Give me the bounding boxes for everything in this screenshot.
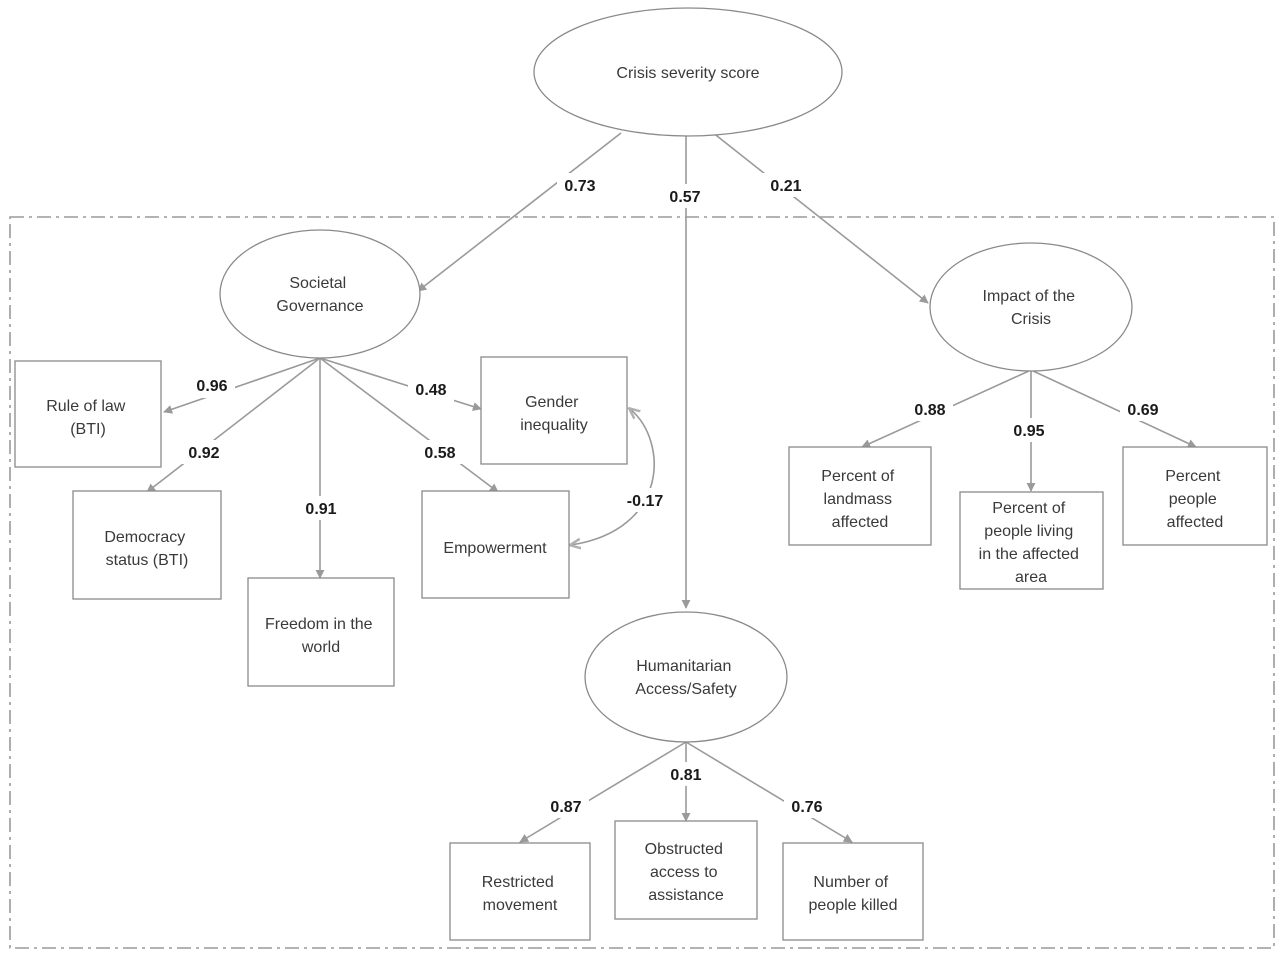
node-line: world [301, 639, 340, 656]
svg-text:Rule of law (BTI): Rule of law (BTI) [46, 398, 130, 438]
node-people-killed: Number of people killed [782, 842, 924, 941]
svg-text:Crisis severity score: Crisis severity score [616, 65, 759, 82]
svg-text:Impact of the Crisis: Impact of the Crisis [983, 288, 1080, 328]
coef-gov-rule: 0.96 [196, 378, 227, 395]
node-empowerment: Empowerment [421, 490, 570, 599]
node-line: people [1169, 491, 1217, 508]
coef-crisis-governance: 0.73 [564, 178, 595, 195]
coef-impact-landmass: 0.88 [914, 402, 945, 419]
node-obstructed-access: Obstructed access to assistance [614, 820, 758, 920]
node-line: Number of [813, 874, 888, 891]
coef-gov-empowerment: 0.58 [424, 445, 455, 462]
measurement-model-frame [9, 216, 1275, 949]
edge-gov-rule [163, 357, 321, 414]
svg-text:Gender inequality: Gender inequality [520, 394, 588, 434]
node-line: Gender [525, 394, 579, 411]
node-line: Empowerment [443, 540, 547, 557]
coef-gov-gender: 0.48 [415, 382, 446, 399]
svg-text:Obstructed access to: Obstructed access to assistance [645, 841, 728, 904]
edge-gender-empowerment [571, 409, 655, 545]
node-rule-of-law: Rule of law (BTI) [14, 360, 162, 468]
edge-access-killed [685, 741, 853, 843]
node-line: Crisis severity score [616, 65, 759, 82]
node-line: assistance [648, 887, 724, 904]
node-line: Restricted [482, 874, 554, 891]
node-line: status (BTI) [106, 552, 189, 569]
edge-crisis-governance [417, 132, 622, 292]
node-percent-landmass: Percent of landmass affected [788, 446, 932, 546]
node-humanitarian-access: Humanitarian Access/Safety [584, 611, 788, 743]
node-line: Percent of [992, 500, 1065, 517]
edge-gov-gender [319, 357, 482, 411]
node-line: (BTI) [70, 421, 106, 438]
node-restricted-movement: Restricted movement [449, 842, 591, 941]
svg-text:Restricted movement: Restricted movement [482, 874, 558, 914]
node-line: people living [984, 523, 1073, 540]
svg-text:Percent people aff: Percent people affected [1165, 468, 1225, 531]
coef-impact-affected: 0.69 [1127, 402, 1158, 419]
node-line: Obstructed [645, 841, 723, 858]
node-line: Democracy [104, 529, 185, 546]
coef-crisis-impact: 0.21 [770, 178, 801, 195]
coef-access-restricted: 0.87 [550, 799, 581, 816]
coefficient-labels: 0.73 0.57 0.21 0.96 0.92 0.91 0.48 0.58 … [181, 173, 1166, 818]
coef-gov-democracy: 0.92 [188, 445, 219, 462]
node-line: Crisis [1011, 311, 1051, 328]
coef-access-obstructed: 0.81 [670, 767, 701, 784]
node-percent-people-affected: Percent people affected [1122, 446, 1268, 546]
node-line: Freedom in the [265, 616, 373, 633]
node-freedom-in-the-world: Freedom in the world [247, 577, 395, 687]
svg-text:Freedom in the world: Freedom in the world [265, 616, 377, 656]
node-line: Societal [289, 275, 346, 292]
node-line: Percent [1165, 468, 1221, 485]
svg-text:Democracy status (BTI): Democracy status (BTI) [104, 529, 189, 569]
edge-access-restricted [519, 741, 687, 843]
svg-text:Number of people killed: Number of people killed [809, 874, 898, 914]
coef-crisis-access: 0.57 [669, 189, 700, 206]
coef-impact-living: 0.95 [1013, 423, 1044, 440]
node-crisis-severity: Crisis severity score [533, 7, 843, 137]
edge-gov-democracy [146, 357, 321, 493]
coef-access-killed: 0.76 [791, 799, 822, 816]
node-line: affected [1167, 514, 1224, 531]
node-line: area [1015, 569, 1047, 586]
node-line: Percent of [821, 468, 894, 485]
edge-crisis-impact [711, 131, 929, 304]
node-line: people killed [809, 897, 898, 914]
edge-impact-affected [1030, 369, 1197, 448]
node-line: movement [483, 897, 558, 914]
node-line: Impact of the [983, 288, 1076, 305]
node-line: access to [650, 864, 718, 881]
svg-text:Percent of people living: Percent of people living in the affected… [979, 500, 1084, 586]
node-line: inequality [520, 417, 588, 434]
node-line: landmass [824, 491, 892, 508]
node-line: in the affected [979, 546, 1079, 563]
node-gender-inequality: Gender inequality [480, 356, 628, 465]
svg-text:Percent of landmass: Percent of landmass affected [821, 468, 898, 531]
node-line: Governance [276, 298, 363, 315]
coef-gender-empowerment: -0.17 [627, 493, 664, 510]
edge-gov-empowerment [319, 357, 499, 493]
node-line: affected [832, 514, 889, 531]
node-line: Humanitarian [636, 658, 731, 675]
coef-gov-freedom: 0.91 [305, 501, 336, 518]
node-societal-governance: Societal Governance [219, 229, 421, 359]
node-impact-of-crisis: Impact of the Crisis [929, 242, 1133, 372]
svg-text:Humanitarian Access/Safe: Humanitarian Access/Safety [635, 658, 736, 698]
svg-text:Empowerment: Empowerment [443, 540, 547, 557]
node-percent-people-living: Percent of people living in the affected… [959, 491, 1104, 590]
node-line: Access/Safety [635, 681, 736, 698]
node-line: Rule of law [46, 398, 126, 415]
svg-text:Societal Governance: Societal Governance [276, 275, 363, 315]
node-democracy-status: Democracy status (BTI) [72, 490, 222, 600]
edges [146, 131, 1197, 843]
